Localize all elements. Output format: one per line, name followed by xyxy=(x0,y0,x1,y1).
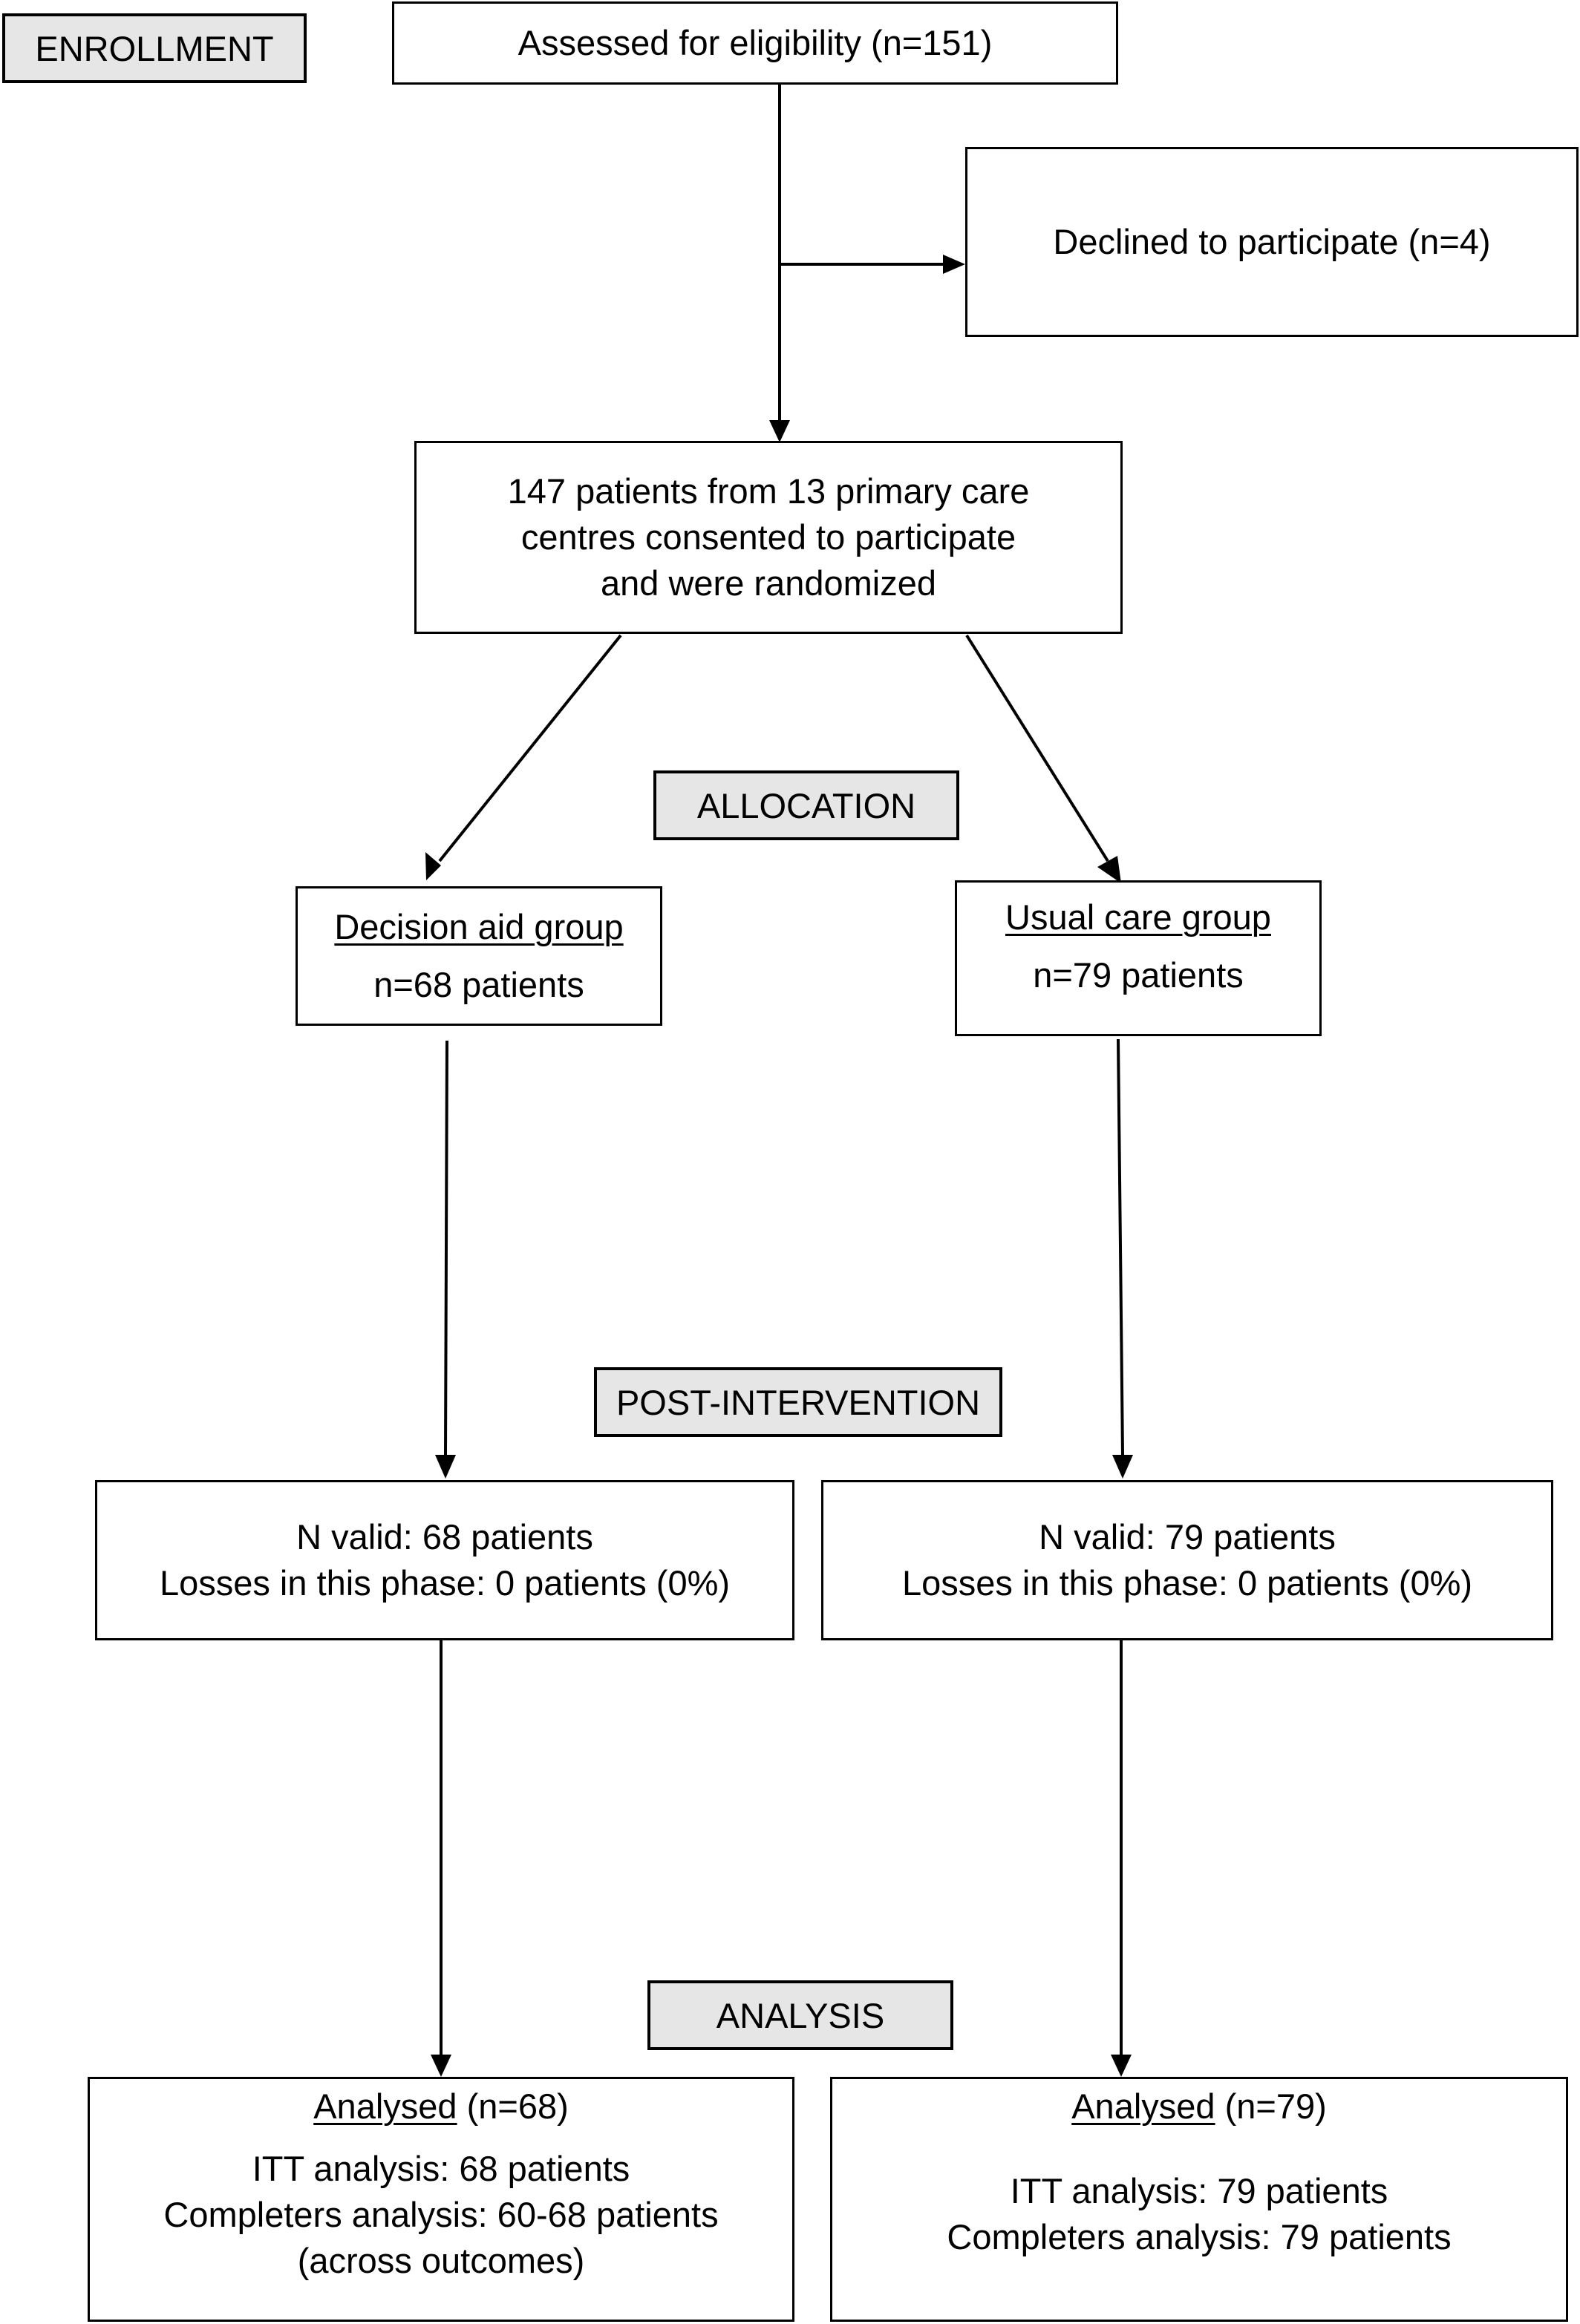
arrowhead-post-left xyxy=(435,1455,456,1479)
post-intervention-right-box: N valid: 79 patients Losses in this phas… xyxy=(821,1480,1553,1640)
phase-label-post-intervention: POST-INTERVENTION xyxy=(594,1367,1002,1437)
analysis-left-completers: Completers analysis: 60-68 patients xyxy=(163,2195,719,2234)
randomized-line-2: centres consented to participate xyxy=(520,517,1016,557)
arrowhead-analysis-left xyxy=(431,2055,451,2077)
usual-care-group-box: Usual care group n=79 patients xyxy=(955,880,1322,1036)
usual-care-group-count: n=79 patients xyxy=(1033,955,1244,995)
randomized-box: 147 patients from 13 primary care centre… xyxy=(414,441,1123,634)
phase-label-analysis: ANALYSIS xyxy=(647,1980,953,2050)
phase-label-allocation: ALLOCATION xyxy=(653,770,959,840)
analysis-left-heading: Analysed (n=68) xyxy=(90,2084,792,2130)
decision-aid-group-box: Decision aid group n=68 patients xyxy=(296,886,662,1026)
post-left-losses: Losses in this phase: 0 patients (0%) xyxy=(159,1563,731,1603)
post-right-valid: N valid: 79 patients xyxy=(1039,1517,1336,1557)
assessed-box: Assessed for eligibility (n=151) xyxy=(392,1,1118,85)
analysis-right-heading: Analysed (n=79) xyxy=(832,2084,1566,2130)
analysis-left-box: Analysed (n=68) ITT analysis: 68 patient… xyxy=(88,2077,794,2322)
arrowhead-post-right xyxy=(1112,1455,1133,1479)
phase-analysis-text: ANALYSIS xyxy=(716,1995,885,2035)
arrowhead-analysis-right xyxy=(1111,2055,1132,2077)
arrow-to-decision-aid xyxy=(438,634,622,863)
usual-care-group-title: Usual care group xyxy=(1005,897,1271,937)
analysis-left-note: (across outcomes) xyxy=(297,2241,585,2280)
declined-box: Declined to participate (n=4) xyxy=(965,147,1579,337)
analysis-right-box: Analysed (n=79) ITT analysis: 79 patient… xyxy=(830,2077,1568,2322)
arrow-usual-care-to-post xyxy=(1117,1038,1124,1456)
randomized-line-3: and were randomized xyxy=(601,563,936,603)
arrow-to-usual-care xyxy=(965,634,1109,863)
analysis-right-itt: ITT analysis: 79 patients xyxy=(1010,2171,1388,2210)
declined-text: Declined to participate (n=4) xyxy=(1053,222,1491,261)
analysis-left-title: Analysed xyxy=(313,2086,457,2126)
decision-aid-group-count: n=68 patients xyxy=(373,965,584,1004)
post-left-valid: N valid: 68 patients xyxy=(296,1517,593,1557)
arrowhead-declined xyxy=(943,255,965,274)
arrowhead-usual-care xyxy=(1097,856,1121,883)
analysis-right-n: (n=79) xyxy=(1215,2086,1327,2126)
analysis-left-n: (n=68) xyxy=(457,2086,569,2126)
analysis-right-completers: Completers analysis: 79 patients xyxy=(947,2217,1452,2256)
phase-enrollment-text: ENROLLMENT xyxy=(35,28,274,68)
decision-aid-group-title: Decision aid group xyxy=(334,907,624,946)
post-intervention-left-box: N valid: 68 patients Losses in this phas… xyxy=(95,1480,794,1640)
phase-post-intervention-text: POST-INTERVENTION xyxy=(616,1382,981,1422)
arrowhead-decision-aid xyxy=(425,852,441,880)
arrowhead-randomized xyxy=(769,420,790,442)
randomized-line-1: 147 patients from 13 primary care xyxy=(507,471,1030,511)
phase-label-enrollment: ENROLLMENT xyxy=(2,13,307,83)
analysis-right-title: Analysed xyxy=(1071,2086,1215,2126)
analysis-left-itt: ITT analysis: 68 patients xyxy=(252,2149,630,2188)
post-right-losses: Losses in this phase: 0 patients (0%) xyxy=(901,1563,1473,1603)
phase-allocation-text: ALLOCATION xyxy=(696,785,916,825)
arrow-decision-aid-to-post xyxy=(444,1040,448,1456)
assessed-text: Assessed for eligibility (n=151) xyxy=(518,23,993,62)
